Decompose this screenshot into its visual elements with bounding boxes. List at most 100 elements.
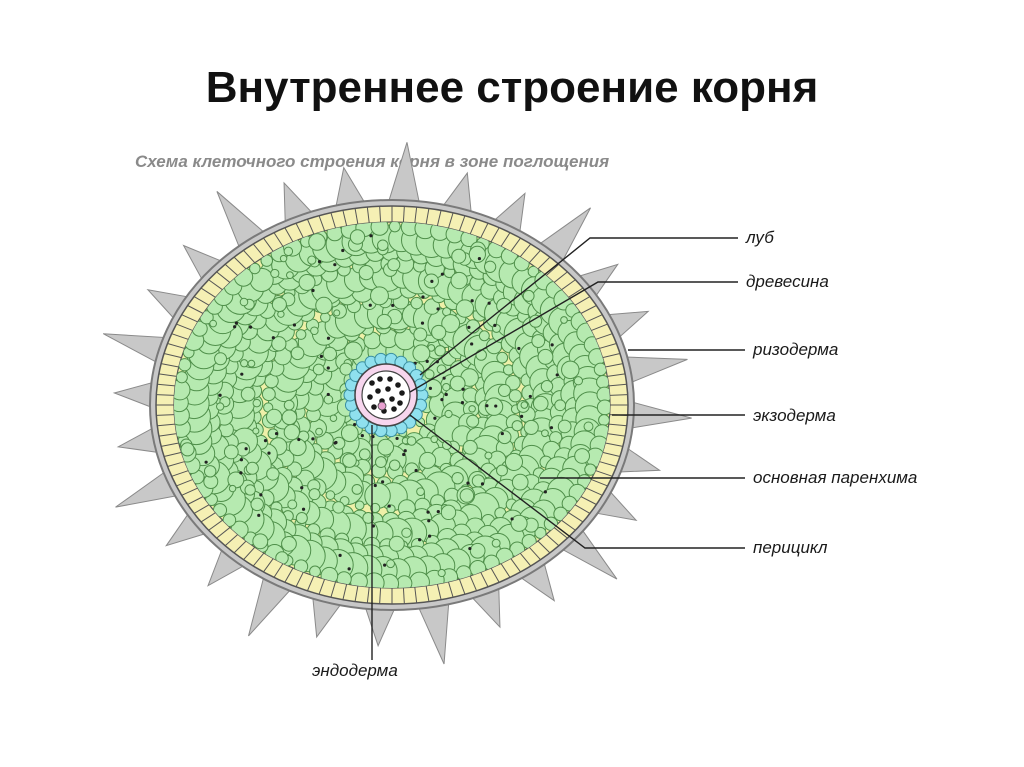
intercellular-dot <box>369 234 373 238</box>
intercellular-dot <box>520 414 524 418</box>
parenchyma-cell <box>358 448 371 461</box>
parenchyma-cell <box>298 273 316 291</box>
exoderm-cell-wall <box>366 586 370 603</box>
parenchyma-cell <box>249 262 261 275</box>
parenchyma-cell <box>540 380 554 393</box>
exoderm-cell-wall <box>187 496 204 505</box>
intercellular-dot <box>555 373 559 377</box>
exoderm-cell-wall <box>607 433 626 437</box>
parenchyma-cell <box>483 260 497 273</box>
exoderm-cell-wall <box>480 222 489 239</box>
parenchyma-cell <box>442 382 451 392</box>
exoderm-cell-wall <box>243 250 256 264</box>
parenchyma-cell <box>325 490 336 501</box>
exoderm-cell-wall <box>306 219 315 235</box>
exoderm-cell-wall <box>458 215 466 232</box>
xylem-dot <box>395 382 401 388</box>
parenchyma-cell <box>240 359 249 368</box>
intercellular-dot <box>259 493 263 497</box>
central-cylinder <box>343 352 429 438</box>
parenchyma-cell <box>412 344 431 363</box>
exoderm-cell-wall <box>545 534 560 547</box>
intercellular-dot <box>460 401 465 405</box>
exoderm-cell-wall <box>252 552 265 567</box>
exoderm-cell-wall <box>379 206 382 223</box>
slide-title: Внутреннее строение корня <box>205 63 819 112</box>
exoderm-cell-wall <box>425 585 430 602</box>
parenchyma-cell <box>203 465 217 478</box>
exoderm-cell-wall <box>252 243 265 258</box>
intercellular-dot <box>427 519 431 523</box>
parenchyma-cell <box>504 452 524 471</box>
leader-drevesina <box>409 281 738 393</box>
exoderm-cell-wall <box>171 470 189 477</box>
parenchyma-cell <box>468 245 486 264</box>
parenchyma-cell <box>406 436 417 446</box>
label-rizoderma: ризодерма <box>752 340 838 359</box>
parenchyma-cell <box>376 313 392 330</box>
parenchyma-cell <box>496 464 508 477</box>
parenchyma-cell <box>598 414 610 427</box>
parenchyma-cell <box>310 326 319 336</box>
exoderm-cell-wall <box>161 363 179 368</box>
exoderm-cell-wall <box>605 442 623 447</box>
intercellular-dot <box>301 507 306 511</box>
parenchyma-cell <box>459 488 475 503</box>
exoderm-cell-wall <box>414 207 418 224</box>
intercellular-dot <box>420 321 425 325</box>
exoderm-cell-wall <box>216 527 231 539</box>
exoderm-cells <box>156 206 628 604</box>
xylem-dot <box>377 376 383 382</box>
parenchyma-cell <box>441 314 461 333</box>
intercellular-dot <box>494 404 498 408</box>
parenchyma-cell <box>323 394 334 405</box>
parenchyma-cell <box>252 398 262 408</box>
intercellular-dot <box>440 272 444 276</box>
parenchyma-cell <box>377 239 389 252</box>
intercellular-dot <box>381 480 385 484</box>
exoderm-cell-wall <box>354 208 359 225</box>
intercellular-dot <box>387 504 391 508</box>
exoderm-cell-wall <box>500 563 511 578</box>
parenchyma-cell <box>478 330 490 342</box>
exoderm-cell-wall <box>528 250 541 264</box>
intercellular-dot <box>218 393 222 397</box>
parenchyma-cell <box>214 352 228 366</box>
exoderm-cell-wall <box>608 383 627 387</box>
parenchyma-cell <box>244 484 256 496</box>
intercellular-dots <box>204 234 559 571</box>
exoderm-cell-wall <box>414 586 418 603</box>
parenchyma-cell <box>250 497 264 512</box>
intercellular-dot <box>436 509 440 514</box>
exoderm-cell-wall <box>295 571 304 588</box>
exoderm-cell-wall <box>595 470 613 477</box>
intercellular-dot <box>274 432 279 436</box>
exoderm-cell-wall <box>158 373 177 377</box>
exoderm-cell-wall <box>366 207 370 224</box>
parenchyma-cell <box>270 268 280 279</box>
parenchyma-cell <box>484 451 493 460</box>
parenchyma-cell <box>386 559 395 569</box>
intercellular-dot <box>414 468 418 473</box>
exoderm-cell-wall <box>609 394 628 396</box>
parenchyma-cell <box>388 459 401 471</box>
exoderm-cell-wall <box>469 575 478 591</box>
intercellular-dot <box>468 546 472 551</box>
exoderm-cell-wall <box>574 296 591 306</box>
parenchyma-cell <box>247 359 256 368</box>
exoderm-cell-wall <box>510 237 521 252</box>
exoderm-cell-wall <box>306 575 315 591</box>
intercellular-dot <box>292 323 297 327</box>
intercellular-dot <box>487 301 491 305</box>
parenchyma-cell <box>537 348 554 365</box>
intercellular-dot <box>353 422 357 427</box>
parenchyma-cell <box>290 346 305 361</box>
xylem-dots <box>367 376 405 414</box>
parenchyma-cell <box>266 408 283 425</box>
exoderm-cell-wall <box>216 271 231 283</box>
intercellular-dot <box>428 386 432 390</box>
parenchyma-cell <box>430 435 439 444</box>
parenchyma-cell <box>308 233 326 251</box>
exoderm-cell-wall <box>208 279 223 291</box>
intercellular-dot <box>493 323 497 327</box>
